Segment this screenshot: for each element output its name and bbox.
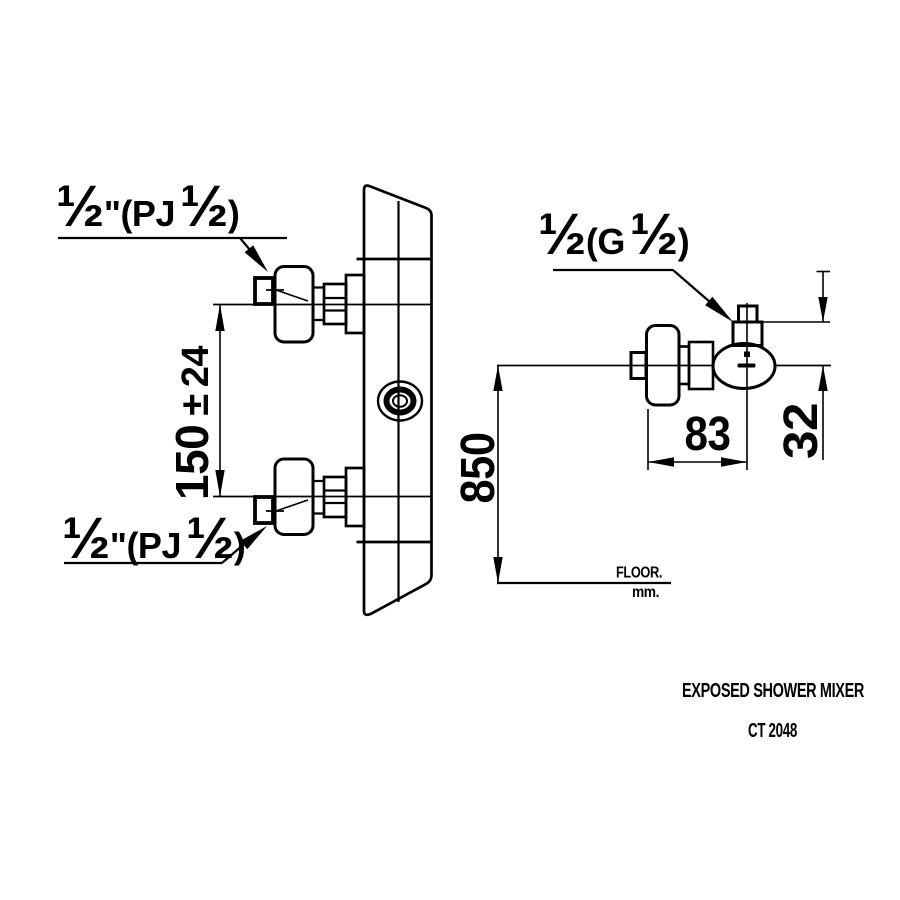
outlet-nut xyxy=(737,304,759,324)
outlet-leader xyxy=(553,268,733,322)
arrowhead-down-icon xyxy=(818,297,828,322)
top-inlet-connector xyxy=(253,276,275,306)
linework xyxy=(58,184,831,617)
leader-arrowhead-icon xyxy=(244,245,268,272)
inlet-spacing-dimension-text: 150±24 xyxy=(166,346,218,500)
outlet-ring-inner xyxy=(392,394,408,408)
leader-arrowhead-icon xyxy=(240,526,267,550)
arrowhead-down-icon xyxy=(215,470,225,497)
top-inlet-leader xyxy=(58,236,287,272)
bottom-valve-neck-lines xyxy=(313,479,324,515)
bottom-inlet-leader xyxy=(64,526,267,565)
handle-indicator-mark xyxy=(744,351,750,357)
bottom-inlet-pointer-line xyxy=(275,499,309,512)
bottom-inlet-center-cross xyxy=(266,502,284,520)
handle-logo-mark xyxy=(737,363,756,368)
bottom-inlet-label: ½"(PJ½) xyxy=(62,506,245,571)
outlet-offset-dimension-text: 32 xyxy=(775,403,828,459)
wall-plate-outline xyxy=(362,184,433,617)
dimension-outlet-offset xyxy=(762,270,830,460)
bottom-valve-nut xyxy=(322,475,348,519)
floor-label: FLOOR. xyxy=(616,565,662,582)
arrowhead-down-icon xyxy=(493,557,503,583)
unit-label: mm. xyxy=(632,584,659,601)
arrowhead-up-icon xyxy=(215,304,225,331)
arrowhead-up-icon xyxy=(493,365,503,391)
top-valve-nut xyxy=(322,282,348,326)
bottom-valve-nut-lines xyxy=(324,489,346,505)
bottom-valve-knob xyxy=(273,457,315,536)
outlet-label: ½(G½) xyxy=(538,202,689,267)
height-dimension-text: 850 xyxy=(452,433,505,504)
bottom-inlet-connector xyxy=(253,495,275,525)
top-valve-knob xyxy=(273,265,315,344)
top-valve-nut-lines xyxy=(324,296,346,312)
outlet-ring-outer xyxy=(376,380,424,422)
top-inlet-center-cross xyxy=(266,281,284,299)
bottom-valve-assembly xyxy=(253,457,366,536)
dimension-height-from-floor xyxy=(493,365,503,583)
outlet-ring-mid xyxy=(383,386,417,416)
top-valve-neck-lines xyxy=(313,286,324,322)
top-inlet-label: ½"(PJ½) xyxy=(56,174,239,239)
dimension-inlet-spacing xyxy=(215,304,225,497)
product-model: CT 2048 xyxy=(748,719,797,742)
depth-dimension-text: 83 xyxy=(685,408,731,461)
product-title: EXPOSED SHOWER MIXER xyxy=(682,679,864,702)
arrowhead-up-icon xyxy=(818,365,828,391)
arrowhead-right-icon xyxy=(721,457,747,467)
side-view xyxy=(493,268,831,585)
top-inlet-pointer-line xyxy=(275,289,309,302)
arrowhead-left-icon xyxy=(648,457,674,467)
front-view xyxy=(58,184,433,617)
top-valve-assembly xyxy=(253,265,366,344)
leader-arrowhead-icon xyxy=(705,296,733,322)
dimension-depth xyxy=(647,409,747,470)
